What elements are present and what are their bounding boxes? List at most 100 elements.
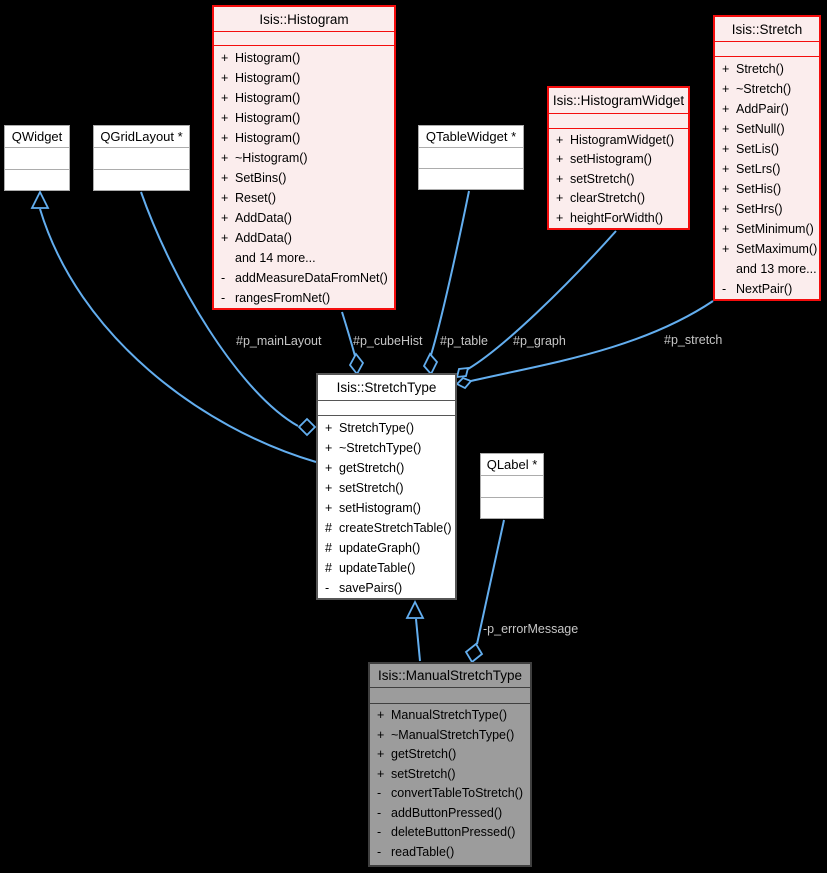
class-box-histogram[interactable]: Isis::Histogram + Histogram() + Histogra… <box>212 5 396 310</box>
method-row: + StretchType() <box>318 418 455 438</box>
visibility-marker: + <box>377 727 385 742</box>
class-box-qtablewidget[interactable]: QTableWidget * <box>418 125 524 190</box>
class-title: Isis::ManualStretchType <box>377 668 523 683</box>
method-name: clearStretch() <box>570 191 646 205</box>
visibility-marker: + <box>556 191 564 205</box>
method-name: SetNull() <box>736 122 785 136</box>
method-row: + Reset() <box>214 188 394 208</box>
visibility-marker: + <box>221 91 229 105</box>
class-box-stretch[interactable]: Isis::Stretch + Stretch() + ~Stretch() +… <box>713 15 821 301</box>
method-row: + SetLrs() <box>715 159 819 179</box>
visibility-marker <box>722 259 736 279</box>
visibility-marker: + <box>722 62 730 76</box>
visibility-marker: - <box>325 581 330 595</box>
edge-aggregation-stretch <box>470 300 714 382</box>
method-row: + AddData() <box>214 208 394 228</box>
visibility-marker: + <box>377 766 385 781</box>
method-name: updateTable() <box>339 561 416 575</box>
method-name: ~Stretch() <box>736 82 792 96</box>
attributes-section <box>419 147 523 168</box>
method-row: + AddPair() <box>715 99 819 119</box>
visibility-marker: + <box>377 708 385 722</box>
class-title: QGridLayout * <box>100 129 183 144</box>
method-name: Reset() <box>235 191 276 205</box>
aggregation-diamond-icon <box>297 417 317 437</box>
visibility-marker: + <box>556 171 564 186</box>
visibility-marker: + <box>722 122 730 136</box>
attributes-section <box>370 687 530 704</box>
edge-aggregation-table <box>430 190 470 356</box>
method-row: + SetNull() <box>715 119 819 139</box>
method-row: + Histogram() <box>214 68 394 88</box>
attributes-section <box>5 147 69 169</box>
methods-section: + StretchType() + ~StretchType() + getSt… <box>318 416 455 598</box>
method-row: + AddData() <box>214 228 394 248</box>
method-name: setStretch() <box>391 766 456 781</box>
method-name: AddData() <box>235 231 292 245</box>
visibility-marker: + <box>556 152 564 166</box>
method-name: addMeasureDataFromNet() <box>235 271 388 285</box>
visibility-marker: + <box>325 421 333 435</box>
method-row: + setStretch() <box>549 170 688 190</box>
method-row: + clearStretch() <box>549 189 688 209</box>
method-row: + SetMaximum() <box>715 239 819 259</box>
class-box-manualstretchtype[interactable]: Isis::ManualStretchType + ManualStretchT… <box>368 662 532 867</box>
method-name: and 13 more... <box>736 262 817 276</box>
method-row: - addButtonPressed() <box>370 804 530 824</box>
method-row: + setStretch() <box>318 478 455 498</box>
visibility-marker: + <box>722 222 730 236</box>
visibility-marker: + <box>221 171 229 185</box>
visibility-marker: + <box>722 102 730 116</box>
method-row: + SetHrs() <box>715 199 819 219</box>
class-box-qwidget[interactable]: QWidget <box>4 125 70 191</box>
class-box-qgridlayout[interactable]: QGridLayout * <box>93 125 190 191</box>
class-box-qlabel[interactable]: QLabel * <box>480 453 544 519</box>
method-name: NextPair() <box>736 282 793 296</box>
method-row: + Histogram() <box>214 88 394 108</box>
method-name: Histogram() <box>235 111 301 125</box>
visibility-marker: - <box>221 291 226 305</box>
visibility-marker: + <box>325 461 333 475</box>
class-title: Isis::HistogramWidget <box>552 93 685 108</box>
method-name: Histogram() <box>235 91 301 105</box>
visibility-marker: + <box>221 191 229 205</box>
class-title: Isis::Stretch <box>731 22 803 37</box>
edge-label-table: #p_table <box>440 334 488 348</box>
aggregation-diamond-icon <box>455 366 470 379</box>
method-name: HistogramWidget() <box>570 132 675 147</box>
method-row: # createStretchTable() <box>318 518 455 538</box>
visibility-marker: + <box>221 71 229 85</box>
method-row: + HistogramWidget() <box>549 131 688 151</box>
visibility-marker: + <box>722 242 730 256</box>
visibility-marker: - <box>377 805 382 820</box>
method-name: getStretch() <box>391 747 457 761</box>
visibility-marker: - <box>221 271 226 285</box>
methods-section: + Histogram() + Histogram() + Histogram(… <box>214 46 394 308</box>
method-row: + ~StretchType() <box>318 438 455 458</box>
class-title: Isis::StretchType <box>336 380 437 395</box>
method-row: - NextPair() <box>715 279 819 299</box>
visibility-marker: + <box>556 210 564 225</box>
methods-section <box>481 496 543 519</box>
method-name: SetHis() <box>736 182 782 196</box>
method-row: and 14 more... <box>214 248 394 268</box>
attributes-section <box>94 147 189 169</box>
method-name: readTable() <box>391 844 455 859</box>
method-row: + getStretch() <box>318 458 455 478</box>
visibility-marker: + <box>221 211 229 225</box>
visibility-marker: # <box>325 521 332 535</box>
method-name: Histogram() <box>235 51 301 65</box>
class-title: QWidget <box>11 129 63 144</box>
class-box-stretchtype[interactable]: Isis::StretchType + StretchType() + ~Str… <box>316 373 457 600</box>
aggregation-diamond-icon <box>348 352 365 376</box>
method-name: StretchType() <box>339 421 415 435</box>
visibility-marker: - <box>377 844 382 859</box>
method-name: ~StretchType() <box>339 441 422 455</box>
method-row: - deleteButtonPressed() <box>370 823 530 843</box>
visibility-marker: + <box>722 142 730 156</box>
visibility-marker: + <box>722 182 730 196</box>
edge-label-graph: #p_graph <box>513 334 566 348</box>
class-box-histogramwidget[interactable]: Isis::HistogramWidget + HistogramWidget(… <box>547 86 690 230</box>
method-name: setHistogram() <box>339 501 421 515</box>
